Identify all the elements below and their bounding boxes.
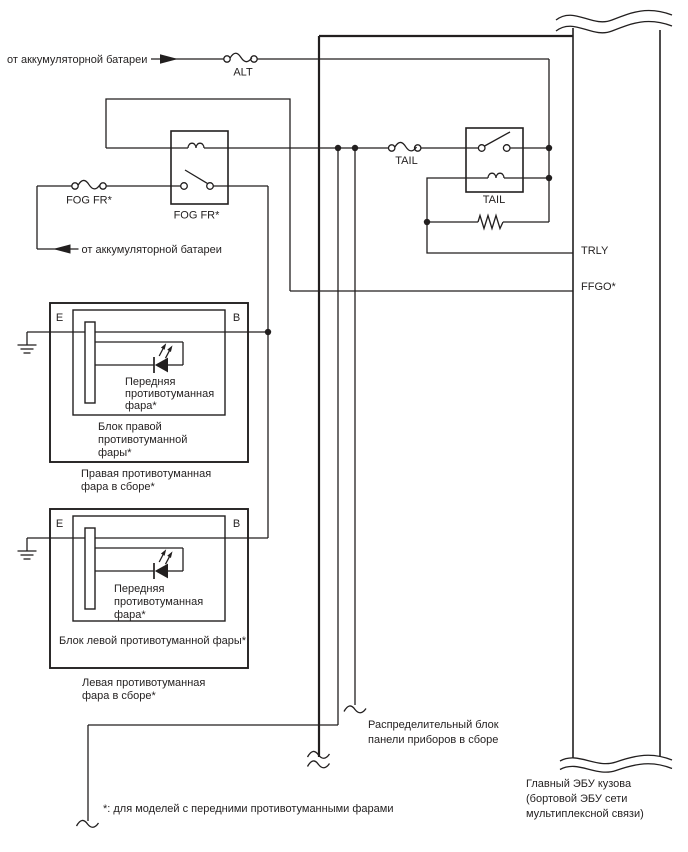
ecu-label-line3: мультиплексной связи): [526, 808, 644, 820]
fog-right-assembly: E B Передняя противотуманная фара* Блок …: [17, 302, 272, 493]
arrow-left-icon: [53, 244, 71, 254]
battery-feed-top-label: от аккумуляторной батареи: [7, 54, 147, 66]
junction-block-feed-wire: [317, 34, 573, 757]
fog-right-bulb-line3: фара*: [125, 400, 157, 412]
fuse-fog-fr-label: FOG FR*: [66, 195, 113, 207]
fuse-tail: TAIL: [387, 141, 422, 167]
ground-symbol: [17, 538, 37, 560]
fog-left-assembly-line2: фара в сборе*: [82, 690, 157, 702]
wire-break-icon: [75, 819, 100, 828]
wire-break-icon: [555, 20, 673, 34]
wire-break-icon: [306, 760, 331, 769]
footnote: *: для моделей с передними противотуманн…: [103, 803, 394, 815]
fog-lamp-circuit: [95, 547, 184, 579]
fog-right-unit-line2: противотуманной: [98, 434, 187, 446]
fog-right-unit-box: [72, 309, 226, 416]
ecu-terminal-trly: TRLY: [581, 245, 609, 257]
ecu-label-line2: (бортовой ЭБУ сети: [526, 793, 627, 805]
fog-left-assembly-line1: Левая противотуманная: [82, 677, 205, 689]
fuse-tail-label: TAIL: [395, 155, 417, 167]
fog-right-assembly-line2: фара в сборе*: [81, 481, 156, 493]
fog-right-unit-line3: фары*: [98, 447, 132, 459]
fog-fr-coil-loop-wire: [105, 98, 291, 291]
ecu-label-line1: Главный ЭБУ кузова: [526, 778, 632, 790]
battery-feed-left: от аккумуляторной батареи: [36, 186, 222, 256]
wire-break-icon: [343, 705, 367, 714]
fog-right-assembly-line1: Правая противотуманная: [81, 468, 211, 480]
fog-left-terminal-b: B: [233, 518, 240, 530]
wire-break-icon: [559, 763, 673, 773]
fog-lamp-circuit: [95, 341, 184, 373]
led-icon: [153, 549, 173, 579]
arrow-right-icon: [160, 54, 178, 64]
led-icon: [153, 343, 173, 373]
relay-tail-coil: [487, 172, 505, 179]
junction-dot: [545, 144, 553, 152]
ecu-terminal-ffgo: FFGO*: [581, 281, 617, 293]
fog-right-assembly-box: [49, 302, 249, 463]
ground-symbol: [17, 332, 37, 354]
junction-dot: [545, 174, 553, 182]
fog-right-unit-line1: Блок правой: [98, 421, 162, 433]
wire-break-icon: [559, 754, 673, 765]
resistor-branch: [427, 213, 549, 231]
fog-left-bulb-line1: Передняя: [114, 583, 164, 595]
battery-feed-top: от аккумуляторной батареи: [7, 54, 224, 66]
fuse-alt-label: ALT: [233, 67, 253, 79]
junction-block-label: Распределительный блок панели приборов в…: [368, 719, 499, 746]
relay-fog-fr-label: FOG FR*: [174, 210, 221, 222]
fog-left-unit-line1: Блок левой противотуманной фары*: [59, 635, 247, 647]
relay-tail: TAIL: [465, 127, 549, 206]
fog-right-bulb-line1: Передняя: [125, 376, 175, 388]
junction-dot: [264, 328, 272, 336]
fuse-alt: ALT: [223, 52, 258, 79]
junction-dots: [334, 144, 553, 226]
battery-feed-left-label: от аккумуляторной батареи: [82, 244, 222, 256]
fog-left-terminal-e: E: [56, 518, 63, 530]
fog-left-bulb-line2: противотуманная: [114, 596, 203, 608]
relay-tail-switch-blade: [484, 131, 511, 147]
fog-left-unit-box: [72, 515, 226, 622]
fuse-fog-fr: FOG FR*: [66, 179, 113, 207]
junction-dot: [334, 144, 342, 152]
relay-tail-label: TAIL: [483, 194, 505, 206]
fog-right-terminal-e: E: [56, 312, 63, 324]
wire-break-icon: [306, 750, 331, 759]
junction-block-label-line1: Распределительный блок: [368, 719, 499, 731]
main-body-ecu: TRLY FFGO* Главный ЭБУ кузова (бортовой …: [526, 9, 673, 820]
fog-right-bulb-line2: противотуманная: [125, 388, 214, 400]
fog-left-assembly: E B Передняя противотуманная фара* Блок …: [17, 508, 268, 702]
fog-left-bulb-line3: фара*: [114, 609, 146, 621]
junction-block-wires: [75, 148, 367, 828]
fog-left-assembly-box: [49, 508, 249, 669]
bulb-connector: [84, 527, 96, 610]
relay-fog-fr-switch-blade: [184, 169, 208, 185]
bulb-connector: [84, 321, 96, 404]
fog-left-assembly-graphic: [17, 508, 268, 669]
fog-fr-relay-coil: [187, 142, 205, 149]
wire-break-icon: [555, 9, 673, 23]
relay-fog-fr: FOG FR*: [170, 130, 229, 222]
fog-right-terminal-b: B: [233, 312, 240, 324]
trly-wire: [426, 177, 573, 254]
resistor: [477, 213, 504, 231]
junction-dot: [423, 218, 431, 226]
junction-block-label-line2: панели приборов в сборе: [368, 734, 498, 746]
junction-dot: [351, 144, 359, 152]
